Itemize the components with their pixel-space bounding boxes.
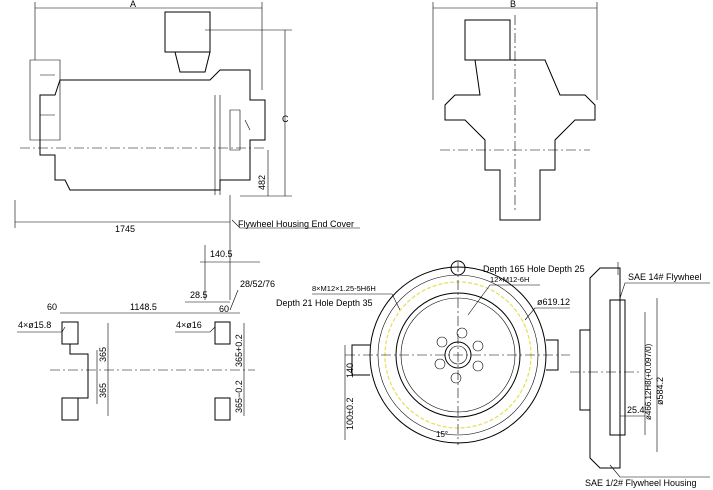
thread-label-1: 8×M12×1.25-5H6H [312, 284, 376, 293]
dim-482: 482 [257, 175, 267, 190]
dim-365-top: 365 [98, 347, 108, 362]
dim-25-4: 25.4 [627, 405, 645, 415]
dim-1745: 1745 [115, 224, 135, 234]
dim-1148-5: 1148.5 [130, 302, 157, 312]
dim-28-52-76: 28/52/76 [240, 279, 275, 289]
dim-140-5: 140.5 [210, 249, 233, 259]
angle-15: 15° [436, 430, 448, 439]
mounting-plan-view: 140.5 28/52/76 28.5 60 1148.5 60 4×ø15.8… [17, 245, 275, 421]
dim-466: ø466.12H8(+0.097/0) [644, 343, 653, 420]
dim-60-left: 60 [47, 302, 57, 312]
engine-side-view: A C 482 1745 Flywheel Housing End Cover [14, 0, 360, 300]
dim-584-2: ø584.2 [655, 377, 665, 405]
thread-label-2: 12×M12-6H [490, 275, 529, 284]
holes-16-label: 4×ø16 [176, 320, 202, 330]
dim-28-5: 28.5 [190, 290, 208, 300]
depth-label-2: Depth 165 Hole Depth 25 [483, 264, 585, 274]
depth-label-1: Depth 21 Hole Depth 35 [276, 298, 373, 308]
dim-a: A [130, 0, 136, 9]
housing-label: SAE 1/2# Flywheel Housing [585, 478, 697, 488]
dim-365-plus: 365+0.2 [234, 334, 244, 367]
holes-15-8-label: 4×ø15.8 [18, 320, 51, 330]
dim-619-12: ø619.12 [537, 297, 570, 307]
engine-front-view: B [432, 0, 598, 221]
dim-365-bottom: 365 [98, 383, 108, 398]
dim-c: C [282, 114, 289, 124]
end-cover-label: Flywheel Housing End Cover [238, 219, 354, 229]
dim-140: 140 [345, 363, 355, 378]
flywheel-housing-front-view: 8×M12×1.25-5H6H Depth 21 Hole Depth 35 1… [276, 260, 585, 445]
flywheel-label: SAE 14# Flywheel [628, 272, 702, 282]
dim-365-minus: 365−0.2 [234, 380, 244, 413]
flywheel-section-view: SAE 14# Flywheel ø466.12H8(+0.097/0) ø58… [570, 262, 710, 488]
dim-60-right: 60 [219, 304, 229, 314]
dim-b: B [510, 0, 516, 9]
dim-100: 100±0.2 [345, 398, 355, 430]
